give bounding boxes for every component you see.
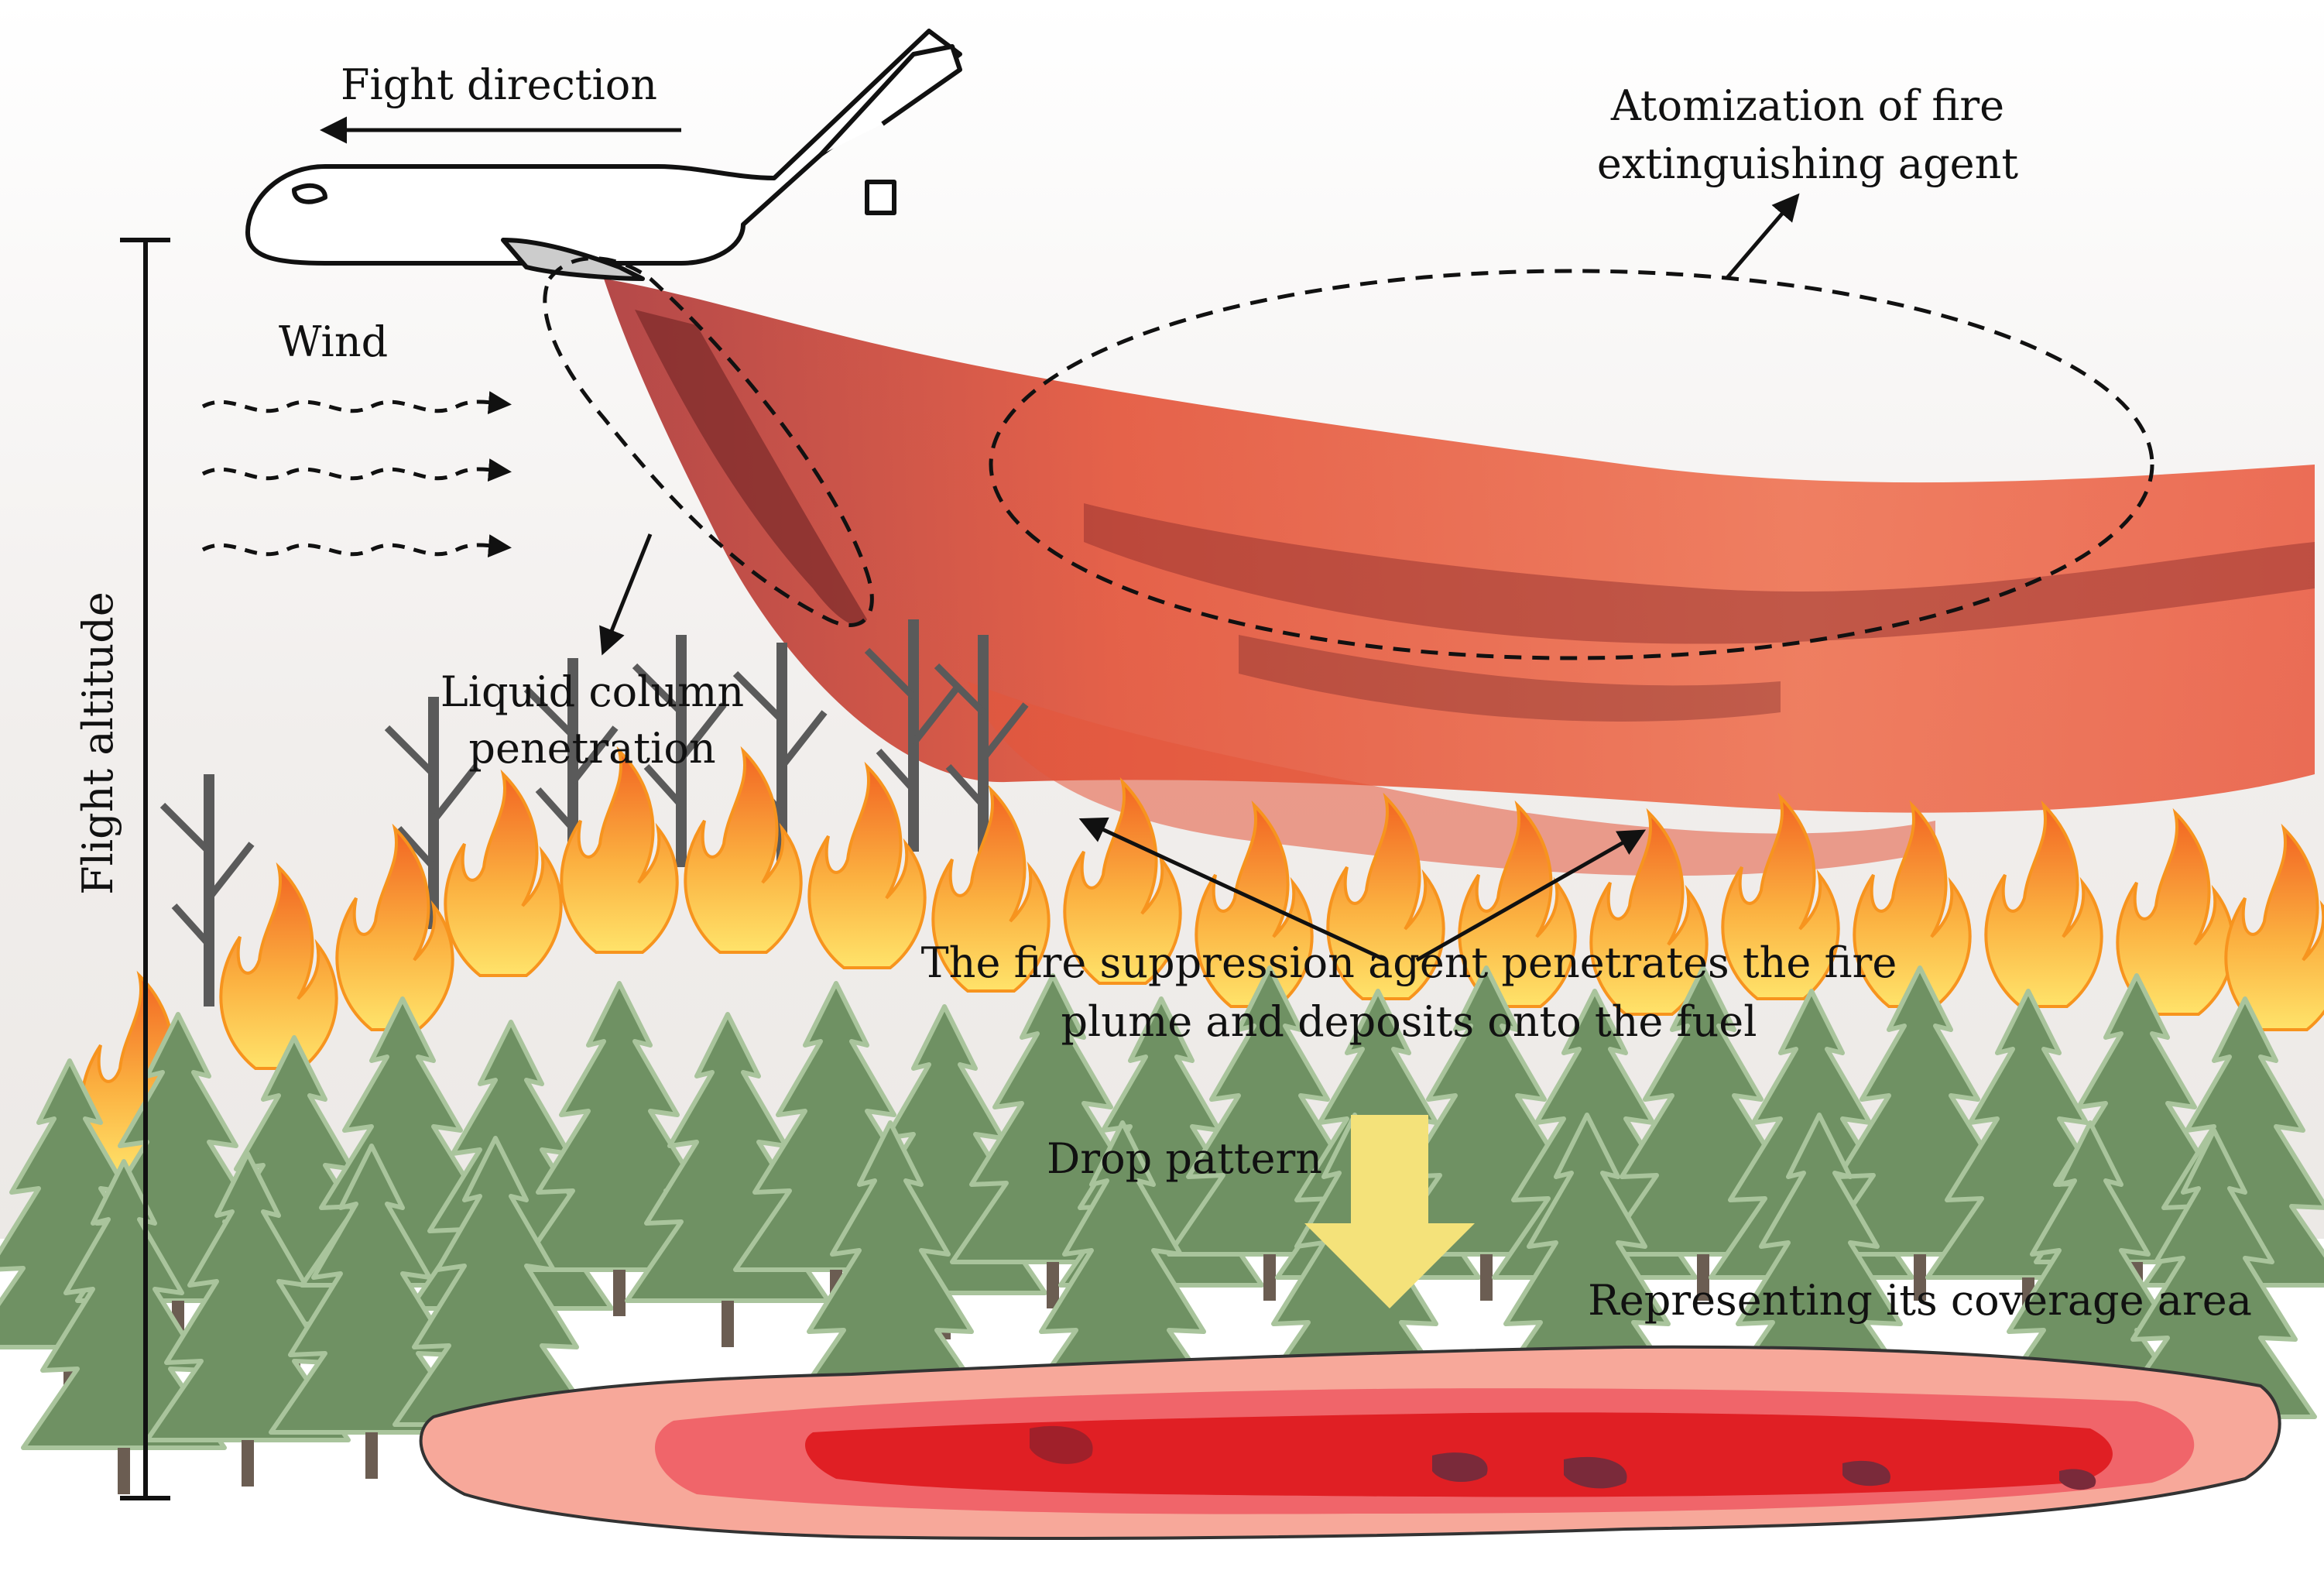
label-coverage: Representing its coverage area [1588, 1276, 2252, 1325]
wind-arrows [201, 391, 512, 558]
label-atomization-1: Atomization of fire [1610, 81, 2004, 130]
retardant-spray [604, 279, 2315, 876]
airplane-icon [245, 29, 962, 281]
suppression-pointer-left [1078, 817, 1387, 962]
label-liquid-2: penetration [468, 724, 715, 773]
label-suppression-2: plume and deposits onto the fuel [1061, 997, 1757, 1046]
label-drop-pattern: Drop pattern [1047, 1134, 1322, 1183]
liquid-pointer [599, 533, 653, 656]
suppression-pointer-right [1415, 829, 1647, 962]
liquid-column-ellipse [543, 256, 874, 627]
label-wind: Wind [279, 317, 388, 366]
flight-altitude-bracket [120, 238, 170, 1500]
label-flight-direction: Fight direction [341, 60, 657, 109]
label-atomization-2: extinguishing agent [1597, 139, 2019, 188]
down-arrow-icon [1304, 1115, 1475, 1308]
wind-arrow-icon [201, 391, 512, 415]
atomization-pointer [1725, 193, 1800, 280]
label-liquid-1: Liquid column [440, 667, 744, 716]
atomization-ellipse [989, 269, 2154, 660]
label-suppression-1: The fire suppression agent penetrates th… [921, 938, 1897, 987]
drop-pattern-coverage [419, 1345, 2281, 1540]
label-flight-altitude: Flight altitude [74, 592, 122, 895]
